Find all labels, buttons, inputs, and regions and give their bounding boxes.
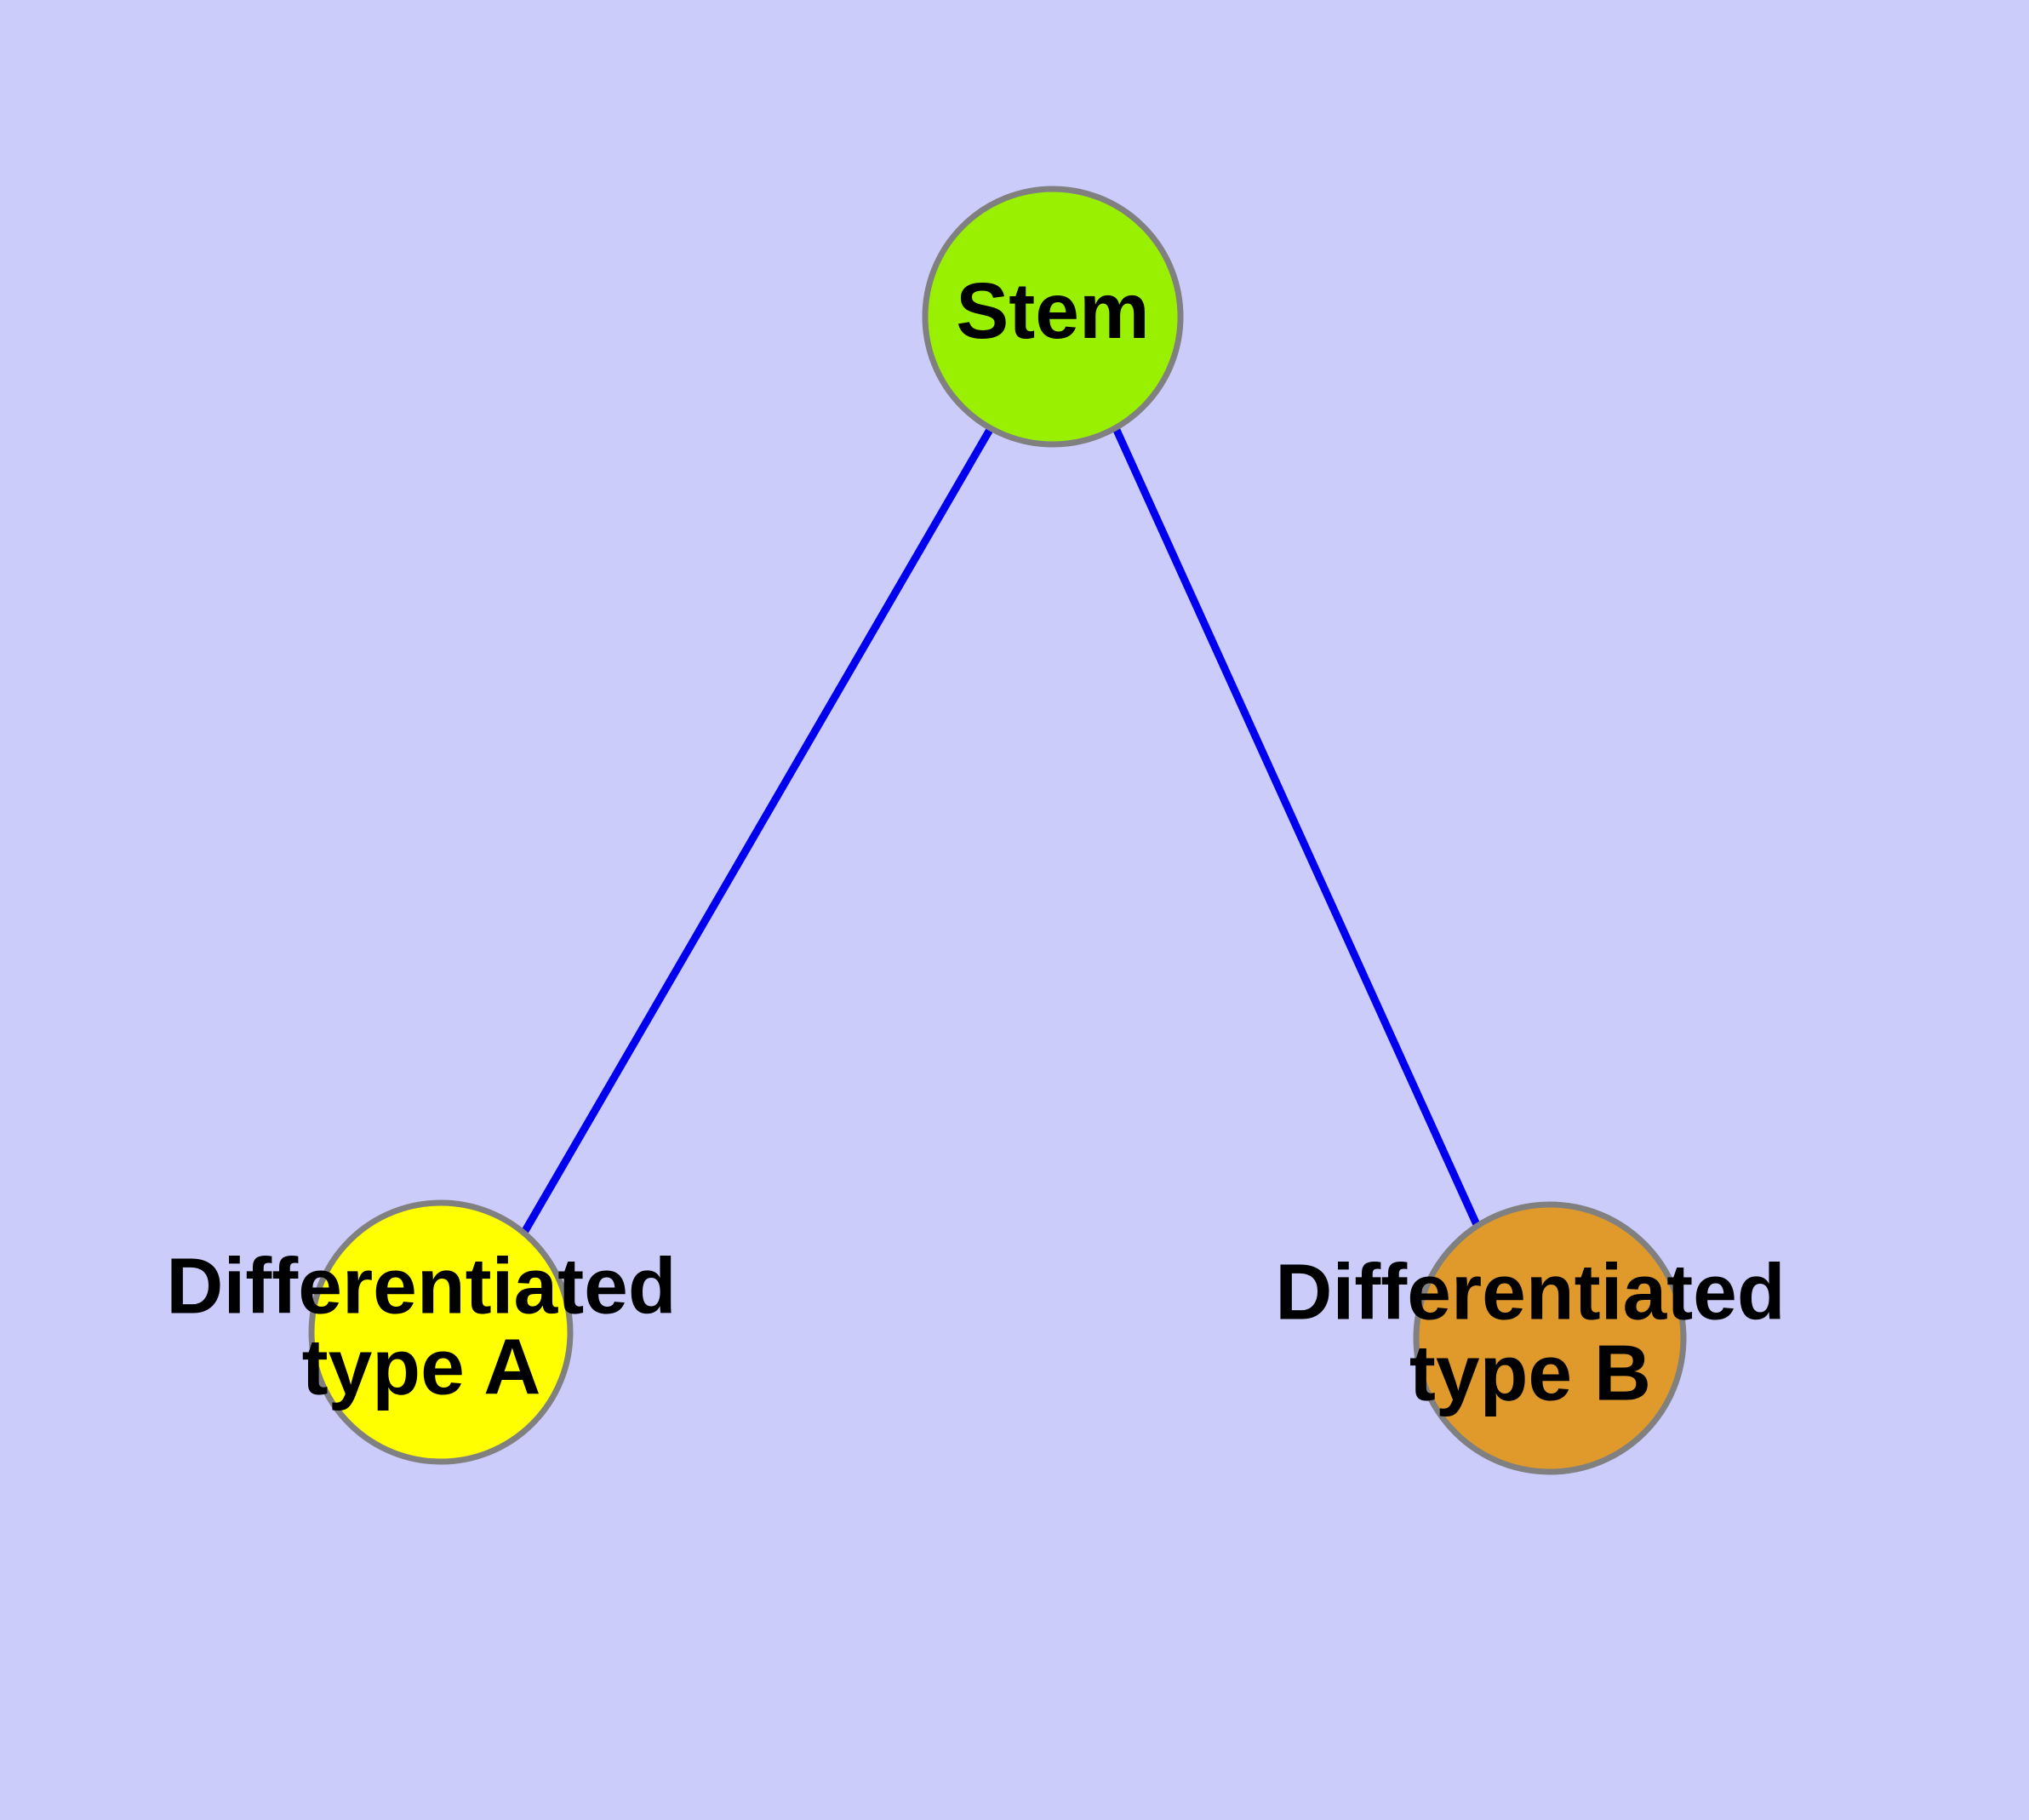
- edge-stem-to-differentiated-type-a[interactable]: [522, 426, 994, 1233]
- node-stem[interactable]: [922, 186, 1184, 448]
- node-differentiated-type-a[interactable]: [308, 1199, 574, 1465]
- node-label-line: type B: [1409, 1328, 1651, 1417]
- edge-layer: [522, 426, 1483, 1233]
- node-circle-stem[interactable]: [922, 186, 1184, 448]
- node-label-line: Stem: [956, 266, 1149, 355]
- node-layer: [308, 186, 1687, 1475]
- node-label-line: Differentiated: [166, 1241, 676, 1330]
- node-label-line: Differentiated: [1275, 1247, 1785, 1336]
- node-circle-differentiated-type-a[interactable]: [308, 1199, 574, 1465]
- node-label-line: type A: [302, 1322, 541, 1411]
- node-circle-differentiated-type-b[interactable]: [1413, 1201, 1687, 1475]
- edge-stem-to-differentiated-type-b[interactable]: [1112, 426, 1483, 1230]
- node-label-stem: Stem: [956, 266, 1149, 355]
- node-differentiated-type-b[interactable]: [1413, 1201, 1687, 1475]
